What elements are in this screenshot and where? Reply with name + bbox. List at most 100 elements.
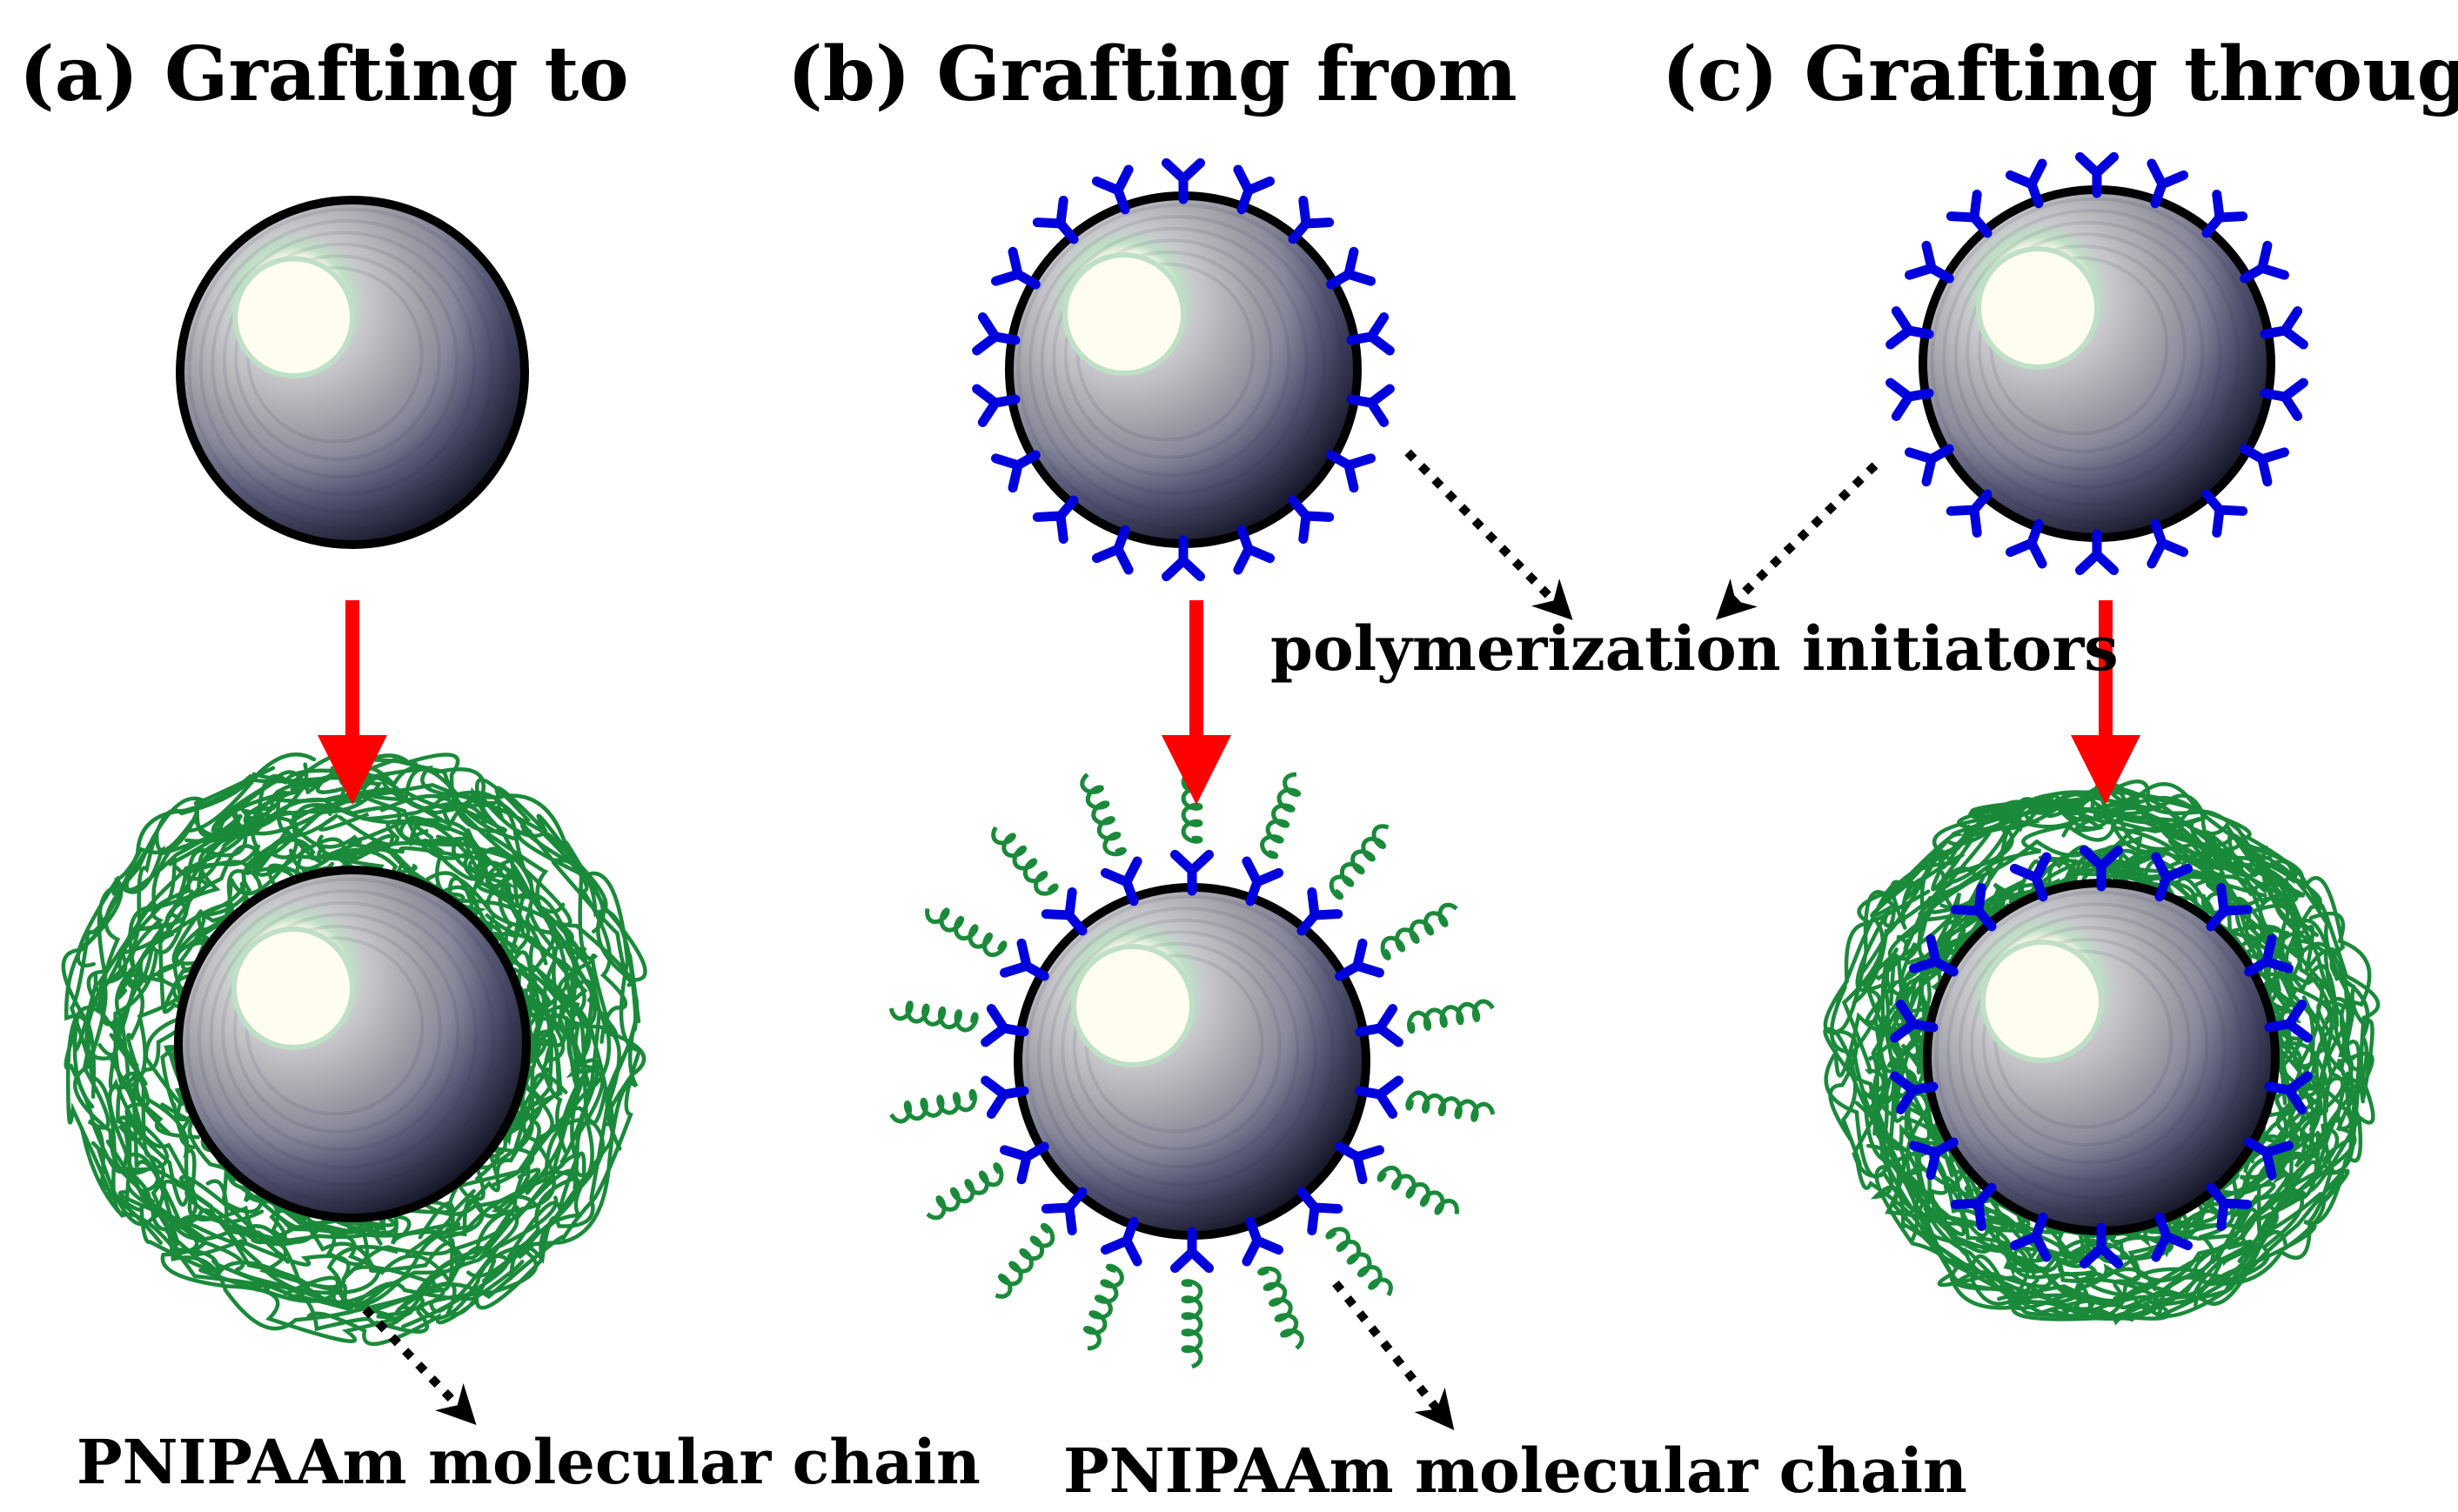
polymer-chain-coil-b [1329,824,1390,900]
b-top-initiator-icon [1233,164,1276,215]
b-bottom-initiator-icon [1335,938,1384,981]
c-top-initiator-icon [2240,444,2289,487]
c-top-initiator-icon [2260,378,2308,421]
polymer-chain-coil-b [924,907,1008,958]
b-top-initiator-icon [1032,195,1079,244]
polymer-chain-coil-b [1376,1165,1460,1216]
b-top-initiator-icon [972,312,1021,356]
particle-a-top [176,196,529,549]
b-bottom-initiator-icon [1355,1004,1403,1047]
c-bottom-initiator-icon [1909,1137,1959,1181]
b-top-initiator-icon [991,450,1041,493]
b-top-initiator-icon [991,246,1041,290]
b-bottom-initiator-icon [1335,1141,1384,1185]
c-top-initiator-icon [2240,240,2289,284]
b-top-initiator-icon [1326,246,1376,290]
b-bottom-initiator-icon [1100,856,1142,907]
b-top-initiator-icon [1346,384,1395,427]
b-bottom-initiator-icon [981,1075,1029,1119]
b-top-initiator-icon [1288,195,1335,244]
b-top-initiator-icon [1326,450,1376,493]
polymer-chain-coil-b [1325,1227,1393,1297]
b-bottom-initiator-icon [1041,1187,1088,1236]
particles [174,185,2280,1240]
polymer-chain-coil-b [1405,1090,1496,1122]
c-top-initiator-icon [2260,306,2308,350]
c-top-initiator-icon [2201,489,2248,539]
c-top-initiator-icon [1885,306,1934,350]
c-bottom-initiator-icon [2080,1222,2123,1269]
b-top-initiator-icon [1162,535,1205,582]
b-bottom-initiator-icon [1041,886,1088,936]
pointer-arrow-initiators-right [1716,462,1879,620]
c-top-initiator-icon [2147,158,2189,209]
b-bottom-initiator-icon [1000,1141,1049,1185]
polymer-chain-coil-b [926,1161,1004,1221]
b-top-initiator-icon [1162,157,1205,204]
pointer-arrow-chain-a [362,1306,477,1425]
c-top-initiator-icon [2005,518,2047,569]
polymer-chain-coil-b [1380,902,1458,961]
pointer-arrow-chain-b [1332,1280,1455,1431]
polymer-chain-coil-b [1260,772,1302,860]
c-top-initiator-icon [2005,158,2047,209]
polymer-chain-coil-b [991,826,1059,896]
c-bottom-initiator-icon [2151,1212,2193,1262]
pointer-arrow-initiators-left [1404,449,1573,620]
c-top-initiator-icon [2075,151,2119,198]
b-bottom-initiator-icon [1000,938,1049,981]
polymer-chain-coil-b [1082,1263,1124,1351]
b-top-initiator-icon [1032,495,1079,545]
c-bottom-initiator-icon [2009,1212,2052,1262]
b-top-initiator-icon [1346,312,1395,356]
c-bottom-initiator-icon [2151,852,2193,902]
c-bottom-initiator-icon [2009,852,2052,902]
c-bottom-initiator-icon [2244,933,2294,977]
b-bottom-initiator-icon [981,1004,1029,1047]
title-grafting-from: (b) Grafting from [787,30,1517,118]
b-bottom-initiator-icon [1170,1227,1214,1274]
particle-b-top [1005,191,1362,548]
polymer-chain-coil-b [1256,1266,1304,1350]
b-bottom-initiator-icon [1242,856,1284,907]
c-top-initiator-icon [2147,518,2189,569]
c-top-initiator-icon [2201,189,2248,238]
b-top-initiator-icon [1288,495,1335,545]
polymer-chain-coil-b [1407,999,1495,1034]
c-bottom-initiator-icon [2080,845,2123,892]
c-top-initiator-icon [1946,189,1993,238]
c-bottom-initiator-icon [1909,933,1959,977]
polymer-chain-coil-b [888,1000,979,1033]
initiators [972,151,2313,1274]
c-bottom-initiator-icon [1890,1071,1939,1114]
b-top-initiator-icon [1233,525,1276,575]
b-bottom-initiator-icon [1170,849,1214,896]
c-bottom-initiator-icon [2244,1137,2294,1181]
label-polymerization-initiators: polymerization initiators [1270,612,2119,685]
c-top-initiator-icon [1905,444,1954,487]
c-bottom-initiator-icon [2264,1071,2313,1114]
title-grafting-to: (a) Grafting to [19,30,629,118]
particle-b-bottom [1014,883,1370,1240]
c-top-initiator-icon [1885,378,1934,421]
label-pnipaam-chain-b: PNIPAAm molecular chain [1063,1435,1967,1507]
b-bottom-initiator-icon [1296,886,1343,936]
c-top-initiator-icon [1905,240,1954,284]
particle-a-bottom [174,866,531,1222]
c-bottom-initiator-icon [1950,1182,1997,1232]
polymer-chain-coil-b [995,1222,1055,1299]
b-top-initiator-icon [1091,164,1134,215]
b-top-initiator-icon [972,384,1021,427]
c-top-initiator-icon [2075,529,2119,576]
label-pnipaam-chain-a: PNIPAAm molecular chain [77,1426,981,1498]
c-bottom-initiator-icon [1890,1000,1939,1043]
c-bottom-initiator-icon [2206,1182,2253,1232]
c-bottom-initiator-icon [2264,1000,2313,1043]
c-top-initiator-icon [1946,489,1993,539]
polymer-chain-coil-b [889,1088,977,1124]
title-grafting-through: (c) Grafting through [1662,30,2458,118]
b-bottom-initiator-icon [1100,1216,1142,1267]
b-top-initiator-icon [1091,525,1134,575]
particle-c-top [1919,185,2275,542]
